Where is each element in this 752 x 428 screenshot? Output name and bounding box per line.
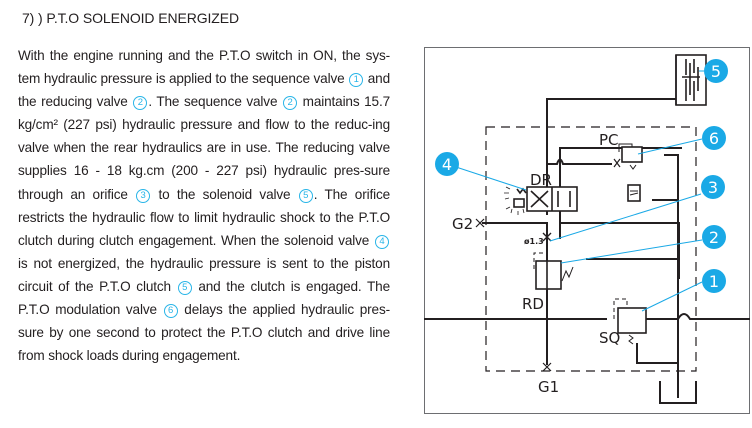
label-g1: G1 <box>538 378 559 396</box>
description-paragraph: With the engine running and the P.T.O sw… <box>18 44 390 367</box>
callout-5-number: 5 <box>711 62 721 81</box>
label-g2: G2 <box>452 215 473 233</box>
callout-2-number: 2 <box>709 228 719 247</box>
inline-reference-2: 2 <box>133 96 148 111</box>
paragraph-segment: and the clutch is engaged. The P.T.O mod… <box>18 278 390 318</box>
inline-reference-2: 2 <box>283 96 298 111</box>
callout-2: 2 <box>702 225 726 249</box>
inline-reference-4: 4 <box>375 234 389 249</box>
clutch-feed-line-b <box>559 147 682 239</box>
tank-icon <box>659 381 697 404</box>
main-supply-line <box>424 313 750 320</box>
callout-4-number: 4 <box>442 155 452 174</box>
leader-2 <box>560 239 703 264</box>
label-sq: SQ <box>599 329 620 347</box>
callout-5: 5 <box>704 59 728 83</box>
label-rd: RD <box>522 295 544 313</box>
paragraph-segment: With the engine running and the P.T.O sw… <box>18 48 390 87</box>
diagram-frame <box>424 47 750 414</box>
modulation-valve-icon <box>613 143 643 202</box>
orifice-icon <box>542 232 552 242</box>
callout-1: 1 <box>702 269 726 293</box>
reducing-valve-icon <box>533 252 574 290</box>
inline-reference-1: 1 <box>349 73 364 88</box>
solenoid-valve-icon <box>513 186 578 212</box>
pto-clutch-icon <box>675 54 707 106</box>
valve-block-boundary <box>485 126 697 372</box>
paragraph-segment: and the reducing valve <box>18 71 390 110</box>
schematic-svg: DR PC RD SQ G1 G2 ø1.3 5 6 3 <box>424 47 750 414</box>
leader-3 <box>549 193 702 242</box>
label-dr: DR <box>530 171 552 189</box>
inline-reference-6: 6 <box>163 304 178 319</box>
section-title: 7) ) P.T.O SOLENOID ENERGIZED <box>22 10 239 26</box>
paragraph-segment: is not energized, the hydraulic pressure… <box>18 255 390 294</box>
inline-reference-5: 5 <box>177 280 192 295</box>
sq-drain-line <box>636 343 678 364</box>
inline-reference-3: 3 <box>136 188 151 203</box>
label-pc: PC <box>599 131 619 149</box>
leader-6 <box>637 138 703 155</box>
pc-return-line <box>664 154 679 233</box>
leader-1 <box>641 281 703 312</box>
g1-port-icon <box>542 362 552 372</box>
callout-6: 6 <box>702 126 726 150</box>
callout-3-number: 3 <box>708 178 718 197</box>
paragraph-segment: delays the applied hydraulic pres-sure b… <box>18 302 390 364</box>
label-orifice-size: ø1.3 <box>524 237 544 246</box>
inline-reference-5: 5 <box>298 188 313 203</box>
g2-port-icon <box>475 218 485 228</box>
sequence-valve-icon <box>613 298 647 345</box>
leader-4 <box>455 166 527 191</box>
paragraph-segment: maintains 15.7 kg/cm² (227 psi) hydrauli… <box>18 94 390 202</box>
hydraulic-schematic: DR PC RD SQ G1 G2 ø1.3 5 6 3 <box>424 47 750 414</box>
paragraph-segment: . The orifice restricts the hydraulic fl… <box>18 186 391 248</box>
paragraph-segment: . The sequence valve <box>148 94 283 110</box>
paragraph-segment: to the solenoid valve <box>151 186 298 202</box>
callout-3: 3 <box>701 175 725 199</box>
callout-4: 4 <box>435 152 459 176</box>
paragraph-text: With the engine running and the P.T.O sw… <box>18 44 390 367</box>
pc-supply-line <box>547 158 612 165</box>
callout-6-number: 6 <box>709 129 719 148</box>
callout-1-number: 1 <box>709 272 719 291</box>
solenoid-energized-rays <box>504 186 525 215</box>
